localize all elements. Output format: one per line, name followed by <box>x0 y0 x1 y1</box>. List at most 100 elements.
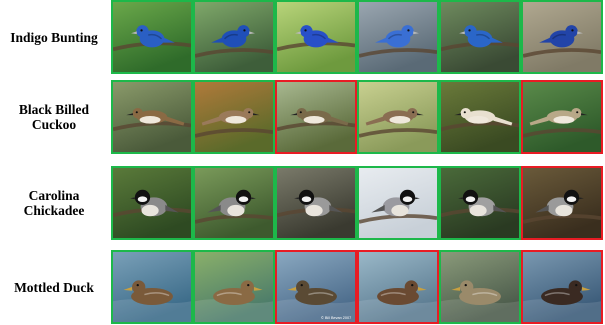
chickadee-icon <box>535 189 584 217</box>
branch <box>359 128 437 138</box>
cuckoo-icon <box>365 108 424 126</box>
blue-songbird-icon <box>211 25 255 48</box>
duck-icon <box>287 280 337 305</box>
species-label: Mottled Duck <box>0 250 108 324</box>
water-surface <box>359 299 437 322</box>
correct-prediction-tile <box>111 0 193 74</box>
bird-photo <box>195 2 273 72</box>
chickadee-icon <box>458 189 507 217</box>
cuckoo-icon <box>529 108 588 126</box>
bird-photo <box>195 168 273 238</box>
branch <box>523 48 601 58</box>
chickadee-icon <box>371 189 420 217</box>
duck-icon <box>541 280 591 305</box>
species-label-line: Black Billed <box>18 102 90 117</box>
bird-photo <box>359 2 437 72</box>
bird-photo <box>523 82 601 152</box>
bird-photo <box>277 2 355 72</box>
cuckoo-icon <box>126 108 185 126</box>
species-label-line: Chickadee <box>23 203 85 218</box>
water-surface <box>113 299 191 322</box>
photo-background <box>113 252 191 322</box>
branch <box>523 128 601 138</box>
branch <box>195 48 273 58</box>
photo-watermark: © Bill Bevan 2007 <box>321 316 351 320</box>
branch <box>195 214 273 224</box>
photo-background <box>441 252 519 322</box>
duck-icon <box>377 280 427 305</box>
incorrect-prediction-tile <box>357 250 439 324</box>
species-row: Indigo Bunting <box>0 0 605 74</box>
chickadee-icon <box>207 189 256 217</box>
correct-prediction-tile <box>193 80 275 154</box>
bird-photo <box>113 168 191 238</box>
bird-photo <box>441 2 519 72</box>
correct-prediction-tile <box>439 166 521 240</box>
blue-songbird-icon <box>295 25 339 48</box>
duck-icon <box>451 280 501 305</box>
blue-songbird-icon <box>539 25 583 48</box>
branch <box>195 128 273 138</box>
bird-photo <box>523 252 601 322</box>
water-surface <box>195 299 273 322</box>
correct-prediction-tile <box>111 80 193 154</box>
incorrect-prediction-tile <box>275 80 357 154</box>
bird-photo <box>277 168 355 238</box>
bird-photo <box>113 82 191 152</box>
cuckoo-icon <box>454 108 513 126</box>
water-surface <box>277 299 355 322</box>
incorrect-prediction-tile <box>521 250 603 324</box>
cuckoo-icon <box>290 108 349 126</box>
bird-photo: © Bill Bevan 2007 <box>277 252 355 322</box>
bird-photo <box>195 252 273 322</box>
correct-prediction-tile <box>275 0 357 74</box>
species-label-line: Indigo Bunting <box>10 29 98 45</box>
correct-prediction-tile <box>275 166 357 240</box>
photo-background <box>195 252 273 322</box>
correct-prediction-tile <box>193 0 275 74</box>
species-label-line: Cuckoo <box>31 117 77 132</box>
incorrect-prediction-tile <box>521 80 603 154</box>
blue-songbird-icon <box>459 25 503 48</box>
bird-photo <box>441 252 519 322</box>
bird-photo <box>359 168 437 238</box>
incorrect-prediction-tile: © Bill Bevan 2007 <box>275 250 357 324</box>
bird-photo <box>441 82 519 152</box>
cuckoo-icon <box>201 108 260 126</box>
branch <box>359 48 437 58</box>
correct-prediction-tile <box>439 0 521 74</box>
blue-songbird-icon <box>131 25 175 48</box>
bird-photo <box>359 252 437 322</box>
duck-icon <box>213 280 263 305</box>
bird-photo <box>113 2 191 72</box>
photo-background <box>523 252 601 322</box>
species-label: Indigo Bunting <box>0 0 108 74</box>
branch <box>523 214 601 224</box>
chickadee-icon <box>130 189 179 217</box>
bird-photo <box>359 82 437 152</box>
duck-icon <box>123 280 173 305</box>
correct-prediction-tile <box>357 0 439 74</box>
bird-photo <box>523 2 601 72</box>
correct-prediction-tile <box>521 0 603 74</box>
correct-prediction-tile <box>357 166 439 240</box>
photo-background <box>277 252 355 322</box>
species-label-line: Mottled Duck <box>14 279 94 295</box>
bird-photo <box>277 82 355 152</box>
photo-background <box>359 252 437 322</box>
bird-photo <box>523 168 601 238</box>
correct-prediction-tile <box>193 166 275 240</box>
chickadee-icon <box>294 189 343 217</box>
species-row: Mottled Duck © Bill Bevan 2007 <box>0 250 605 324</box>
correct-prediction-tile <box>111 250 193 324</box>
bird-photo <box>441 168 519 238</box>
bird-photo <box>195 82 273 152</box>
incorrect-prediction-tile <box>521 166 603 240</box>
correct-prediction-tile <box>357 80 439 154</box>
correct-prediction-tile <box>439 250 521 324</box>
water-surface <box>441 299 519 322</box>
correct-prediction-tile <box>111 166 193 240</box>
